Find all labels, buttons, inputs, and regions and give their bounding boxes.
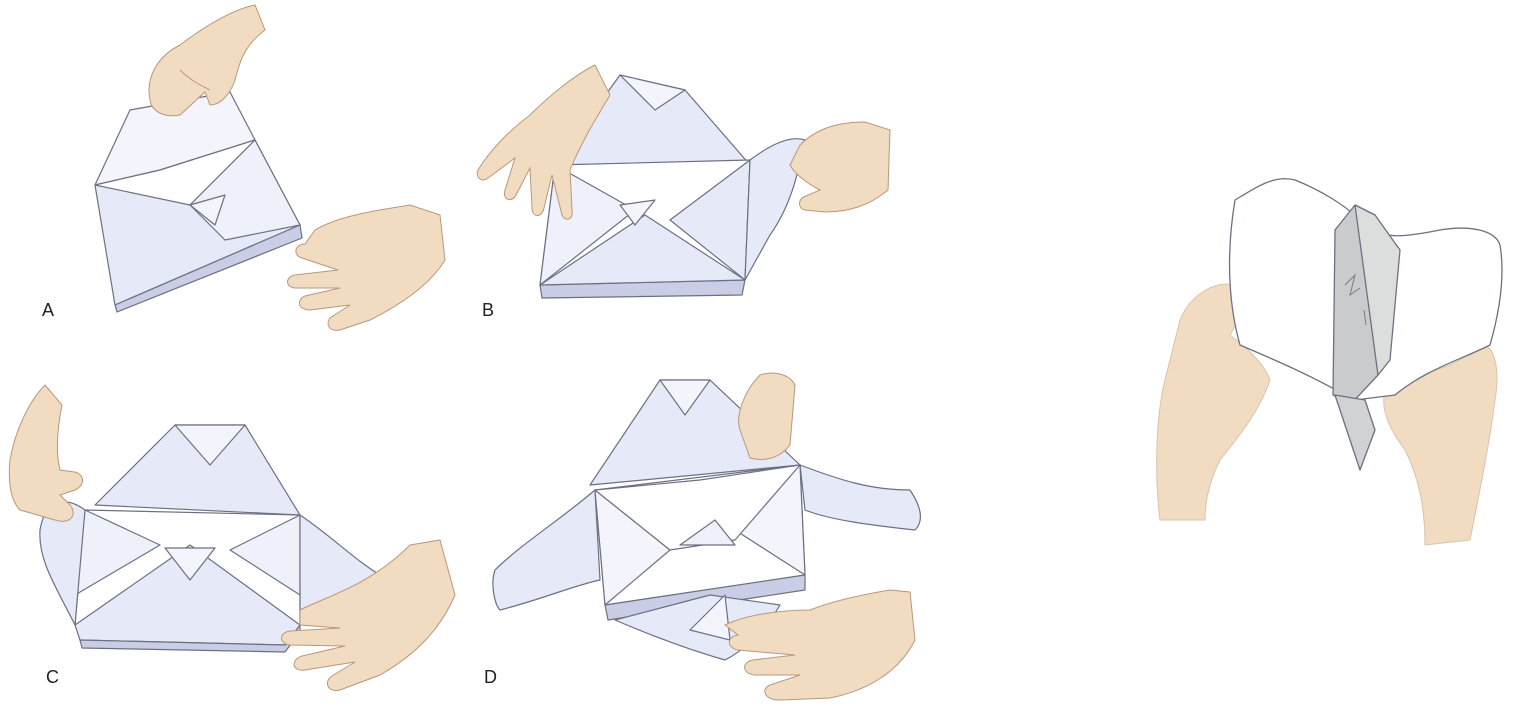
panel-c: C [0,370,470,708]
panel-c-illustration [0,370,470,708]
hand-bottom [288,205,446,330]
wrap-right-sheet [800,465,920,530]
panel-a-illustration [40,0,480,340]
wrap-bottom-tip [1335,395,1375,470]
wrap-left-sheet [493,490,600,610]
panel-b: B [470,50,910,340]
panel-a: A [40,0,480,340]
hand-top [739,373,795,459]
hand-right [790,122,890,212]
panel-label-b: B [482,300,494,321]
panel-unwrap [1150,160,1510,560]
panel-d-illustration [470,370,940,708]
panel-label-c: C [46,667,59,688]
hand-left [9,385,82,521]
panel-d: D [470,370,940,708]
panel-label-d: D [484,667,497,688]
panel-b-illustration [470,50,910,340]
panel-label-a: A [42,300,54,321]
unwrap-illustration [1150,160,1510,560]
